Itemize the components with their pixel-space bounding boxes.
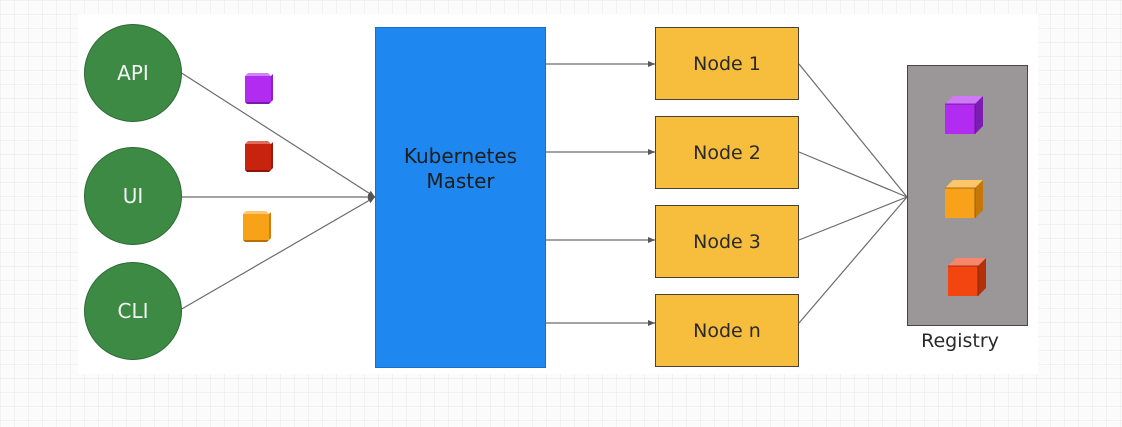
- orange-image-cube-icon: [945, 180, 983, 218]
- diagram-panel: [78, 14, 1038, 374]
- node-1: Node 1: [655, 27, 799, 100]
- purple-image-cube-icon: [945, 96, 983, 134]
- node-3: Node 3: [655, 205, 799, 278]
- orange-red-image-cube-icon: [948, 258, 986, 296]
- node-n-label: Node n: [693, 319, 761, 342]
- api-to-master-connector: [179, 71, 376, 198]
- node-3-to-registry-connector: [798, 196, 908, 241]
- node-n-to-registry-connector: [798, 196, 908, 324]
- node-3-label: Node 3: [693, 230, 761, 253]
- node-2: Node 2: [655, 116, 799, 189]
- node-n: Node n: [655, 294, 799, 367]
- cli-to-master-connector: [179, 196, 376, 311]
- node-1-label: Node 1: [693, 52, 761, 75]
- cli-client-label: CLI: [117, 299, 149, 323]
- orange-container-chip-icon: [243, 211, 271, 242]
- cli-client: CLI: [84, 262, 182, 360]
- kubernetes-master-label: Kubernetes Master: [403, 143, 518, 193]
- api-client-label: API: [117, 61, 149, 85]
- purple-container-chip-icon: [245, 73, 273, 104]
- kubernetes-master: Kubernetes Master: [375, 27, 546, 368]
- node-2-to-registry-connector: [798, 151, 908, 198]
- ui-client-label: UI: [122, 184, 144, 208]
- api-client: API: [84, 24, 182, 122]
- registry-label: Registry: [921, 330, 999, 352]
- node-1-to-registry-connector: [798, 63, 908, 198]
- node-2-label: Node 2: [693, 141, 761, 164]
- ui-client: UI: [84, 147, 182, 245]
- red-container-chip-icon: [245, 141, 273, 172]
